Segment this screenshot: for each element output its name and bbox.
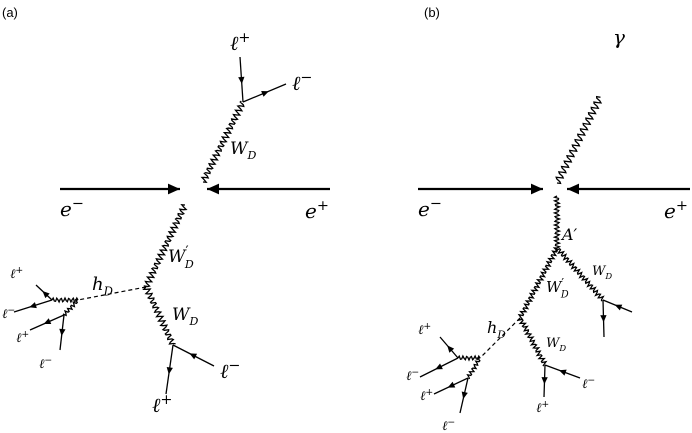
b-w-prime [517, 247, 558, 320]
b-label-w-right: WD [592, 264, 612, 281]
b-lepton-right-2-arrow [600, 315, 607, 323]
a-cluster-l2-arrow [29, 302, 37, 309]
b-label-photon: γ [613, 25, 625, 49]
b-label-positron: e+ [664, 198, 688, 223]
b-cluster-l1-arrow [447, 345, 455, 353]
b-label-cluster-2: ℓ+ [420, 387, 433, 404]
a-label-cluster-1: ℓ− [2, 305, 15, 322]
a-lepton-plus-bottom-arrow [166, 367, 173, 375]
b-lepton-minus-right-arrow [559, 369, 567, 376]
diagram-labels: (a)e−e+ℓ+ℓ−WDW′DWDℓ−ℓ+hDℓ+ℓ−ℓ+ℓ−(b)e−e+γ… [2, 5, 688, 433]
b-label-w-lower: WD [546, 336, 566, 353]
b-cluster-w2 [466, 357, 481, 380]
a-cluster-l1-arrow [42, 291, 50, 299]
a-cluster-w1 [51, 296, 79, 304]
b-label-higgs: hD [487, 318, 506, 341]
a-label-electron: e− [60, 196, 84, 221]
a-cluster-w2 [62, 298, 79, 317]
diagram-lines [13, 56, 690, 414]
b-w-right [554, 247, 605, 302]
a-w-lower [142, 286, 176, 345]
b-beam-positron-arrow [567, 183, 579, 195]
b-lepton-right-1-arrow [614, 304, 623, 311]
b-label-electron: e− [418, 196, 442, 221]
a-label-w-lower: WD [172, 305, 198, 328]
b-label-dark-photon: A′ [560, 225, 578, 244]
a-label-positron: e+ [305, 198, 329, 223]
panel-a-tag: (a) [2, 5, 18, 20]
a-label-cluster-3: ℓ− [39, 355, 52, 372]
a-label-w-prime: W′D [168, 244, 194, 271]
a-w-prime [143, 204, 188, 288]
a-label-lepton-plus-bottom: ℓ+ [152, 392, 172, 417]
a-lepton-minus-top-arrow [261, 90, 269, 97]
b-cluster-l4-arrow [461, 391, 468, 399]
b-cluster-l2-arrow [435, 363, 443, 370]
a-label-lepton-minus-top: ℓ− [292, 70, 312, 95]
panel-b-tag: (b) [424, 5, 440, 20]
a-beam-electron-arrow [168, 183, 180, 195]
a-label-cluster-2: ℓ+ [16, 329, 29, 346]
a-label-lepton-minus-right: ℓ− [220, 358, 240, 383]
a-cluster-l4-arrow [59, 328, 66, 336]
b-label-lepton-plus-bottom: ℓ+ [536, 399, 549, 416]
b-lepton-plus-bottom-arrow [541, 377, 548, 385]
b-cluster-w1 [457, 354, 481, 362]
a-label-higgs: hD [92, 274, 114, 298]
a-lepton-plus-top-arrow [238, 76, 245, 84]
a-cluster-l3-arrow [43, 318, 52, 325]
a-w-top [200, 100, 245, 184]
a-beam-positron-arrow [207, 183, 219, 195]
b-cluster-l3-arrow [447, 381, 456, 388]
a-label-cluster-0: ℓ+ [10, 265, 23, 282]
b-label-cluster-0: ℓ+ [418, 321, 431, 338]
a-higgs-line [77, 286, 147, 301]
b-photon [555, 95, 603, 185]
a-label-lepton-plus-top: ℓ+ [230, 30, 250, 55]
b-label-cluster-3: ℓ− [442, 417, 455, 433]
b-label-w-prime: W′D [546, 276, 569, 301]
a-lepton-minus-right-arrow [189, 353, 198, 360]
b-label-cluster-1: ℓ− [406, 367, 419, 384]
b-beam-electron-arrow [531, 183, 543, 195]
b-higgs-line [479, 317, 521, 359]
b-w-lower [517, 317, 548, 367]
b-dark-photon [552, 195, 562, 249]
b-label-lepton-minus-right: ℓ− [582, 375, 595, 392]
a-label-w-top: WD [230, 139, 256, 162]
